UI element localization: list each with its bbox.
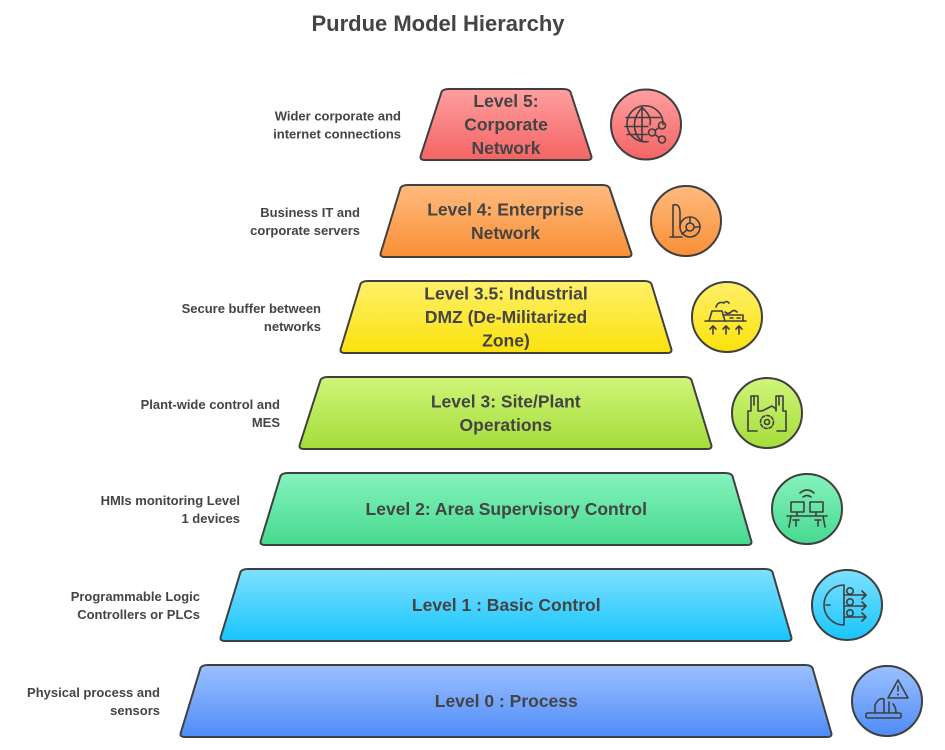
level-description-line: Programmable Logic [71,589,200,604]
icon-badge [610,88,682,161]
icon-badge [731,377,803,449]
level-description-line: 1 devices [181,511,240,526]
icon-badge [771,473,843,545]
icon-badge [811,569,883,641]
plant-gear-icon [731,377,803,449]
level-description-line: HMIs monitoring Level [101,493,240,508]
workstations-wifi-icon [771,473,843,545]
level-block-level-3 [298,376,713,450]
level-description-line: networks [264,319,321,334]
level-label-line: DMZ (De-Militarized [425,307,587,327]
globe-share-icon [610,88,682,161]
level-label-line: Level 4: Enterprise [427,199,584,219]
level-row-level-0: Level 0 : Process Physical process and sen… [27,664,923,738]
factory-buffer-icon [691,281,763,353]
diagram-title: Purdue Model Hierarchy [311,11,565,36]
level-description-line: MES [252,415,281,430]
level-description-line: Business IT and [260,205,360,220]
enterprise-chart-icon [650,185,722,257]
level-block-level-4 [379,184,633,258]
level-label-line: Level 3.5: Industrial [424,284,587,304]
level-description-line: Wider corporate and [275,109,401,124]
icon-badge [691,281,763,353]
level-block-level-3-5 [339,280,673,354]
level-description-line: corporate servers [250,223,360,238]
level-label-line: Corporate [464,115,548,135]
level-row-level-1: Level 1 : Basic Control Programmable Logi… [71,568,883,642]
sensor-warning-icon [851,665,923,737]
level-description-line: Secure buffer between [182,301,321,316]
logic-controller-icon [811,569,883,641]
level-label-line: Level 1 : Basic Control [412,595,601,615]
level-description-line: Physical process and [27,685,160,700]
level-label-line: Zone) [482,331,530,351]
level-description-line: Plant-wide control and [141,397,280,412]
level-description-line: sensors [110,703,160,718]
level-block-level-1 [219,568,793,642]
level-label-line: Level 2: Area Supervisory Control [366,499,647,519]
level-block-level-0 [179,664,833,738]
level-description-line: internet connections [273,127,401,142]
icon-badge [851,665,923,737]
icon-badge [650,185,722,257]
level-label-line: Network [471,138,540,158]
level-description-line: Controllers or PLCs [77,607,200,622]
level-label-line: Level 3: Site/Plant [431,391,581,411]
level-block-level-2 [259,472,753,546]
level-block-level-5 [419,88,593,161]
level-label-line: Operations [460,415,553,435]
level-row-level-2: Level 2: Area Supervisory Control HMIs mo… [101,472,843,546]
level-label-line: Network [471,223,540,243]
level-label-line: Level 5: [473,91,538,111]
level-label-line: Level 0 : Process [435,691,578,711]
